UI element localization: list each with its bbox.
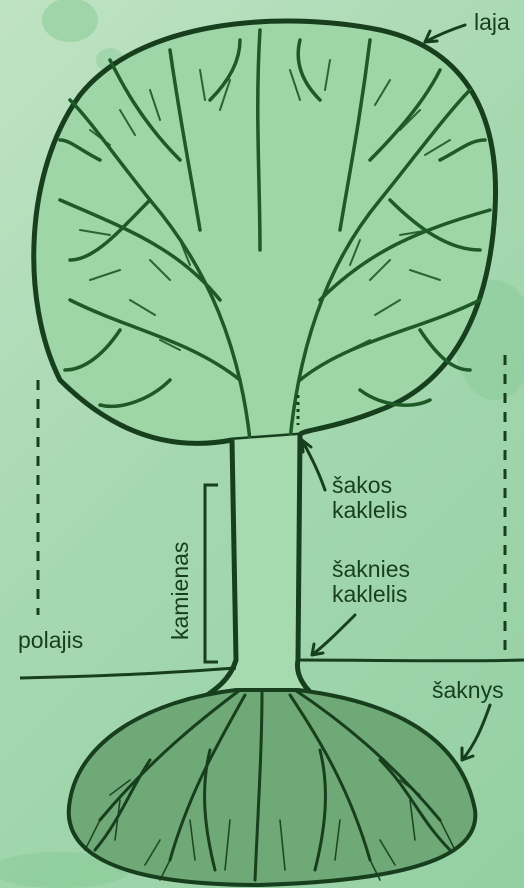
trunk-label: kamienas	[168, 542, 193, 640]
branch-collar-label: šakos kaklelis	[332, 473, 407, 523]
roots	[69, 690, 476, 885]
crown-label: laja	[474, 10, 510, 35]
roots-label: šaknys	[432, 678, 504, 703]
crown	[34, 21, 496, 443]
ground-label: polajis	[18, 628, 83, 653]
crown-arrow	[425, 25, 465, 42]
branch-collar-arrow	[302, 440, 325, 490]
trunk-bracket	[205, 485, 218, 662]
branch-collar-label-line1: šakos	[332, 473, 407, 498]
branch-collar-label-line2: kaklelis	[332, 498, 407, 523]
root-collar-label-line2: kaklelis	[332, 582, 410, 607]
root-collar-arrow	[312, 615, 355, 655]
root-collar-label: šaknies kaklelis	[332, 557, 410, 607]
roots-arrow	[462, 705, 490, 760]
root-collar-label-line1: šaknies	[332, 557, 410, 582]
